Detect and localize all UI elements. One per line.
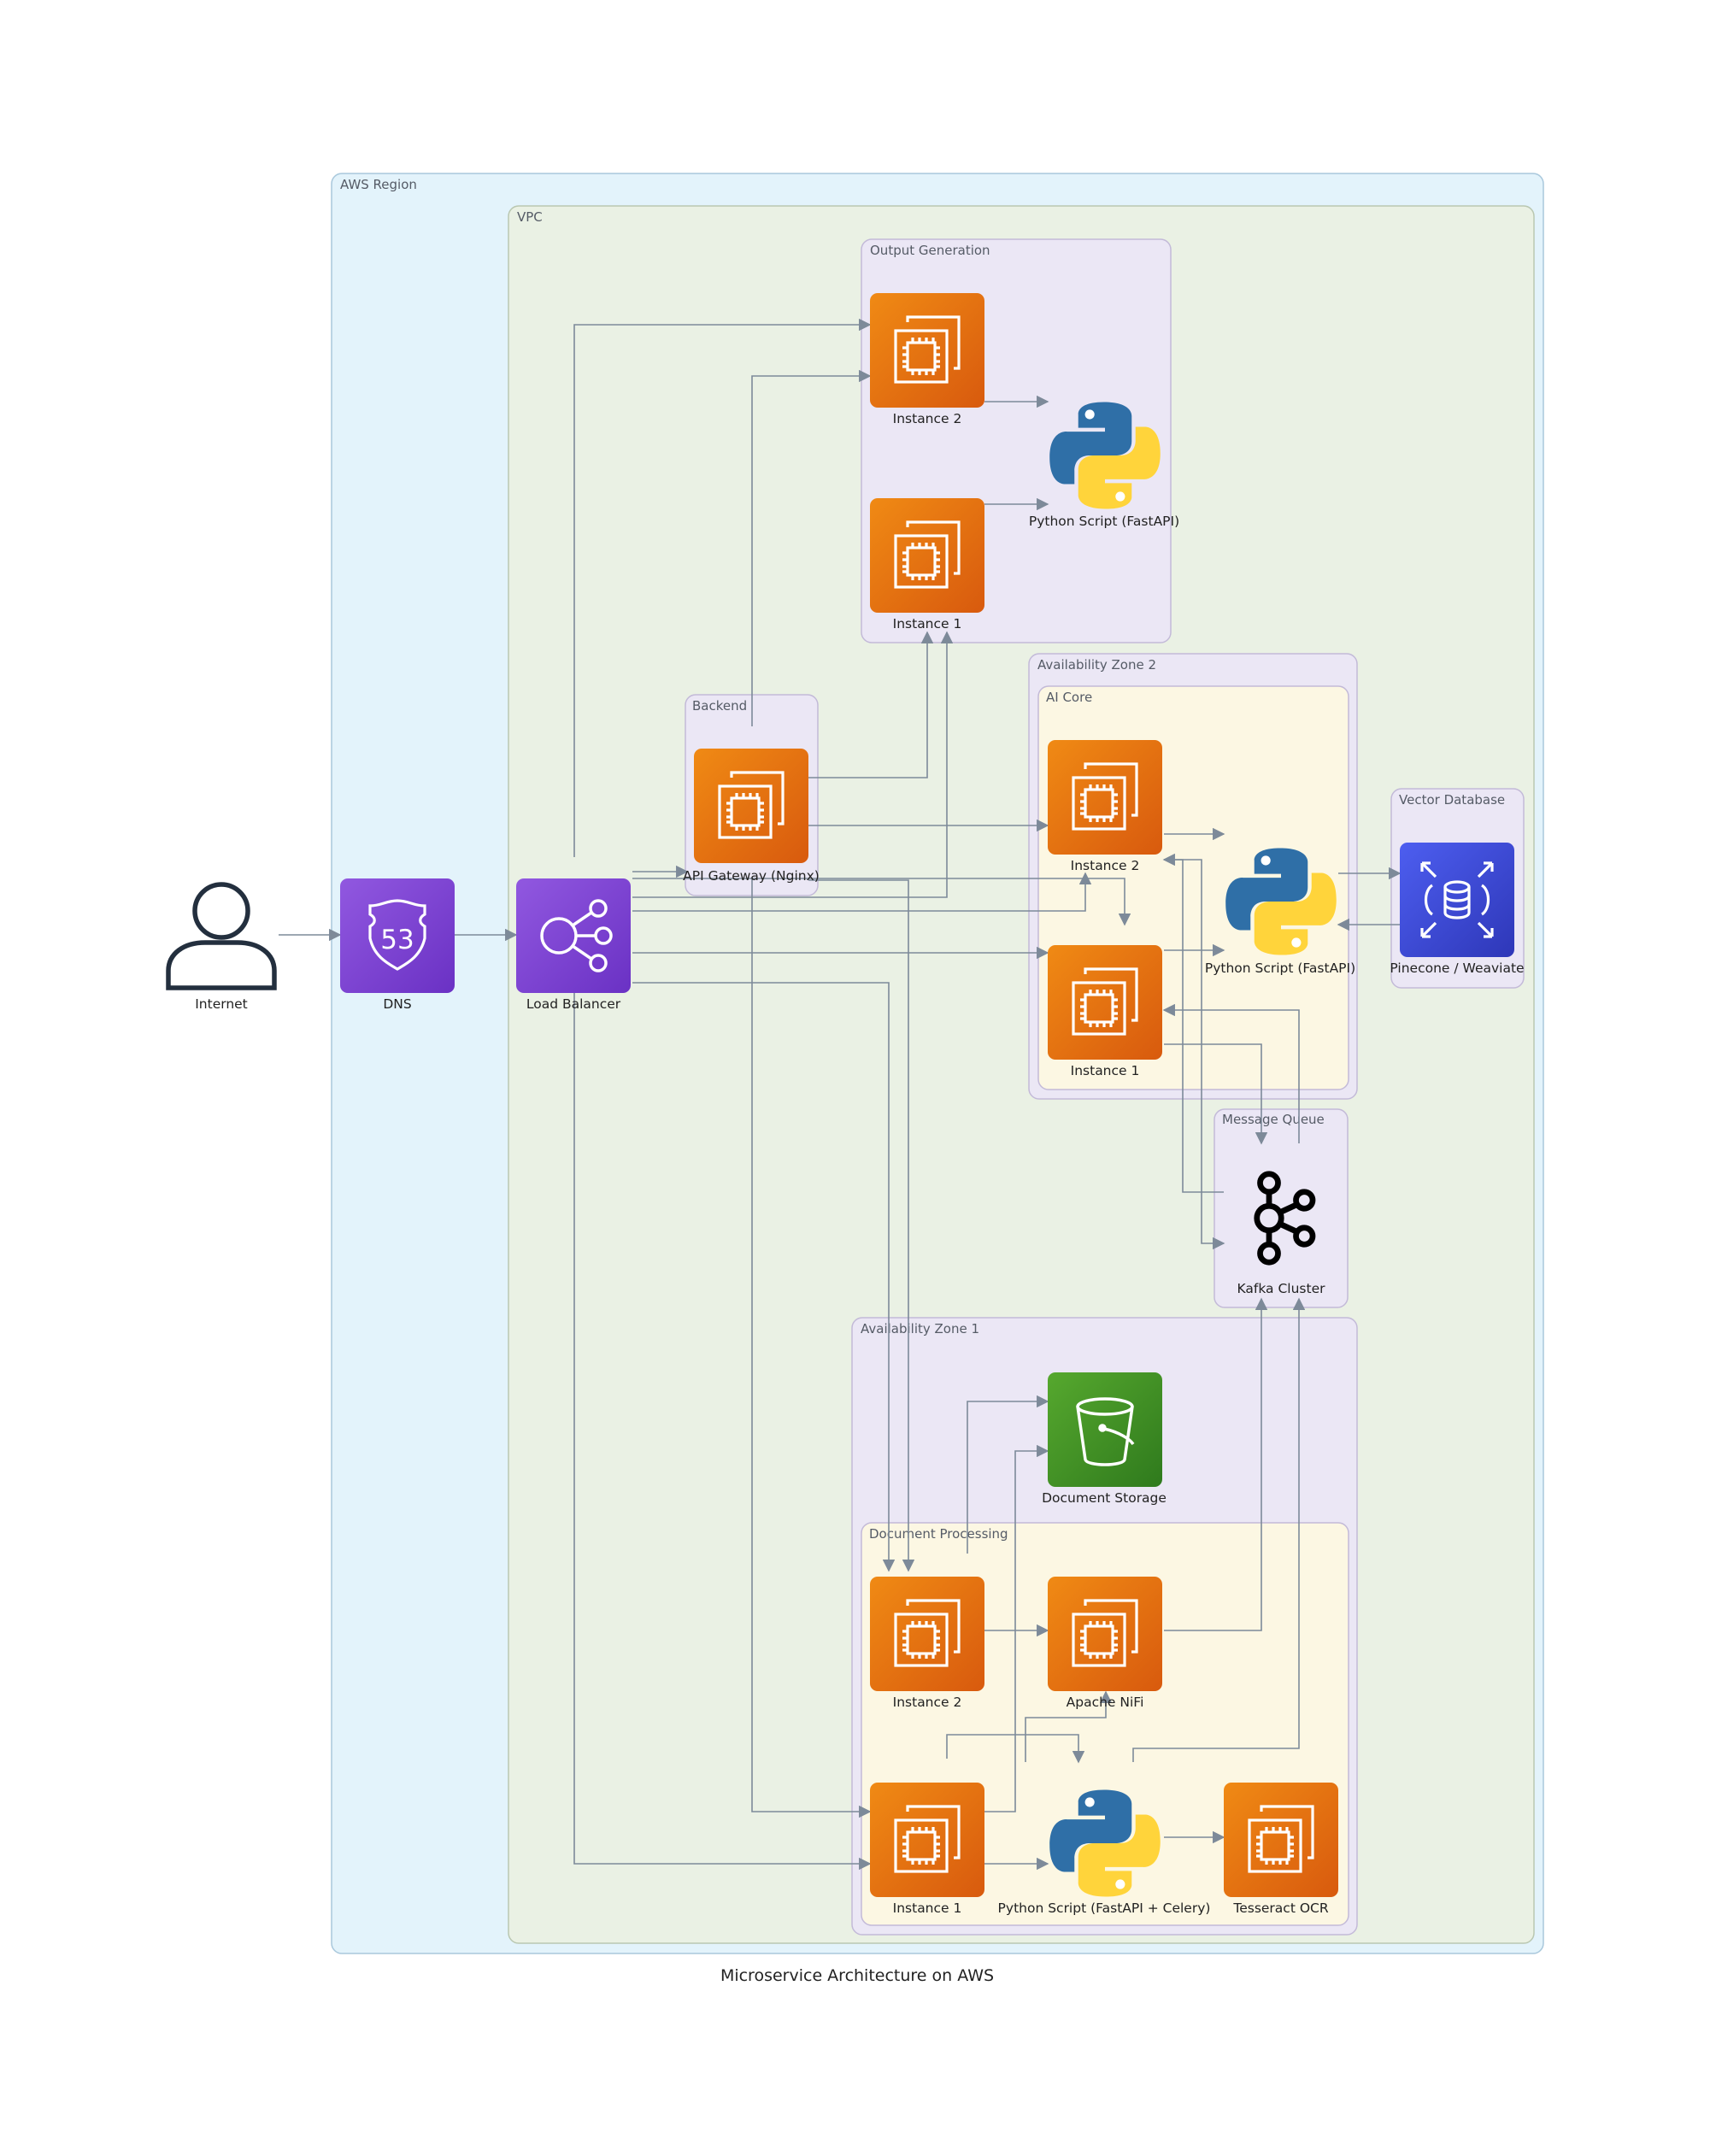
pinecone-node[interactable]: Pinecone / Weaviate [1390, 843, 1525, 976]
az2-label: Availability Zone 2 [1037, 657, 1156, 673]
az1-label: Availability Zone 1 [861, 1321, 979, 1336]
dns-label: DNS [383, 996, 411, 1012]
dp-python-label: Python Script (FastAPI + Celery) [998, 1900, 1211, 1916]
message-queue-label: Message Queue [1222, 1112, 1325, 1127]
document-processing-label: Document Processing [869, 1526, 1008, 1542]
edge-dp-instance1-storage [984, 1444, 1049, 1812]
pinecone-label: Pinecone / Weaviate [1390, 961, 1524, 976]
edge-dp-instance2-storage [967, 1395, 1049, 1554]
output-generation-label: Output Generation [870, 243, 990, 258]
tesseract-node[interactable]: Tesseract OCR [1224, 1783, 1338, 1916]
ec2-icon [1224, 1783, 1338, 1897]
out-instance1-label: Instance 1 [893, 616, 962, 632]
edge-nifi-kafka [1164, 1297, 1268, 1631]
edge-api-dp-instance2 [808, 879, 915, 1572]
dns-node[interactable]: 53 DNS [340, 878, 455, 1012]
aws-region-label: AWS Region [340, 177, 417, 192]
dp-instance1-node[interactable]: Instance 1 [870, 1783, 984, 1916]
edge-lb-out-instance2 [573, 318, 872, 857]
internet-node[interactable]: Internet [166, 882, 277, 1012]
ec2-icon [870, 293, 984, 408]
ai-instance1-label: Instance 1 [1071, 1063, 1140, 1078]
ec2-icon [694, 749, 808, 863]
ai-python-label: Python Script (FastAPI) [1205, 961, 1355, 976]
edge-python-kafka [1132, 1297, 1306, 1762]
api-gateway-label: API Gateway (Nginx) [683, 868, 820, 884]
diagram-caption: Microservice Architecture on AWS [720, 1966, 994, 1985]
ai-instance1-node[interactable]: Instance 1 [1048, 945, 1162, 1078]
ec2-icon [870, 1577, 984, 1691]
kafka-label: Kafka Cluster [1237, 1281, 1326, 1296]
load-balancer-label: Load Balancer [526, 996, 621, 1012]
edge-lb-ai-instance1-a [632, 878, 1131, 926]
dp-instance2-label: Instance 2 [893, 1695, 962, 1710]
message-queue-cluster [1214, 1108, 1349, 1308]
edge-python-nifi [1025, 1690, 1113, 1762]
backend-label: Backend [692, 698, 747, 714]
out-instance1-node[interactable]: Instance 1 [870, 498, 984, 632]
kafka-node[interactable]: Kafka Cluster [1237, 1174, 1326, 1296]
out-instance2-node[interactable]: Instance 2 [870, 293, 984, 426]
dp-instance2-node[interactable]: Instance 2 [870, 1577, 984, 1710]
out-instance2-label: Instance 2 [893, 411, 962, 426]
edge-api-out-instance1 [808, 631, 934, 778]
dp-python-node[interactable]: Python Script (FastAPI + Celery) [998, 1789, 1211, 1916]
edge-api-dp-instance1 [751, 877, 872, 1818]
vpc-label: VPC [517, 209, 543, 225]
ec2-icon [870, 1783, 984, 1897]
ai-instance2-node[interactable]: Instance 2 [1048, 740, 1162, 873]
doc-storage-label: Document Storage [1042, 1490, 1167, 1506]
edge-lb-out-instance1 [632, 631, 954, 898]
user-icon [166, 882, 277, 990]
ai-python-node[interactable]: Python Script (FastAPI) [1205, 848, 1355, 976]
ec2-icon [1048, 945, 1162, 1060]
ec2-icon [870, 498, 984, 613]
route53-number: 53 [380, 925, 414, 955]
edge-api-out-instance2 [751, 369, 872, 726]
vector-database-label: Vector Database [1399, 792, 1505, 808]
api-gateway-node[interactable]: API Gateway (Nginx) [683, 749, 820, 884]
internet-label: Internet [195, 996, 248, 1012]
edges [279, 318, 1402, 1871]
edge-dp-instance1-python [946, 1734, 1085, 1764]
edge-ai-instance1-kafka [1164, 1043, 1268, 1145]
nifi-node[interactable]: Apache NiFi [1048, 1577, 1162, 1710]
ec2-icon [1048, 740, 1162, 855]
edge-lb-ai-instance2 [632, 872, 1092, 912]
load-balancer-node[interactable]: Load Balancer [516, 878, 631, 1012]
edge-lb-dp-instance1 [573, 991, 872, 1871]
tesseract-label: Tesseract OCR [1232, 1900, 1328, 1916]
ec2-icon [1048, 1577, 1162, 1691]
out-python-node[interactable]: Python Script (FastAPI) [1029, 402, 1179, 529]
dp-instance1-label: Instance 1 [893, 1900, 962, 1916]
doc-storage-node[interactable]: Document Storage [1042, 1372, 1167, 1506]
nifi-label: Apache NiFi [1067, 1695, 1144, 1710]
edge-kafka-ai-instance1 [1162, 1003, 1300, 1143]
edge-ai-instance2-kafka [1164, 859, 1225, 1250]
ai-instance2-label: Instance 2 [1071, 858, 1140, 873]
elb-icon [516, 878, 631, 993]
edge-lb-dp-instance2 [632, 982, 896, 1572]
ai-core-label: AI Core [1046, 690, 1092, 705]
out-python-label: Python Script (FastAPI) [1029, 514, 1179, 529]
